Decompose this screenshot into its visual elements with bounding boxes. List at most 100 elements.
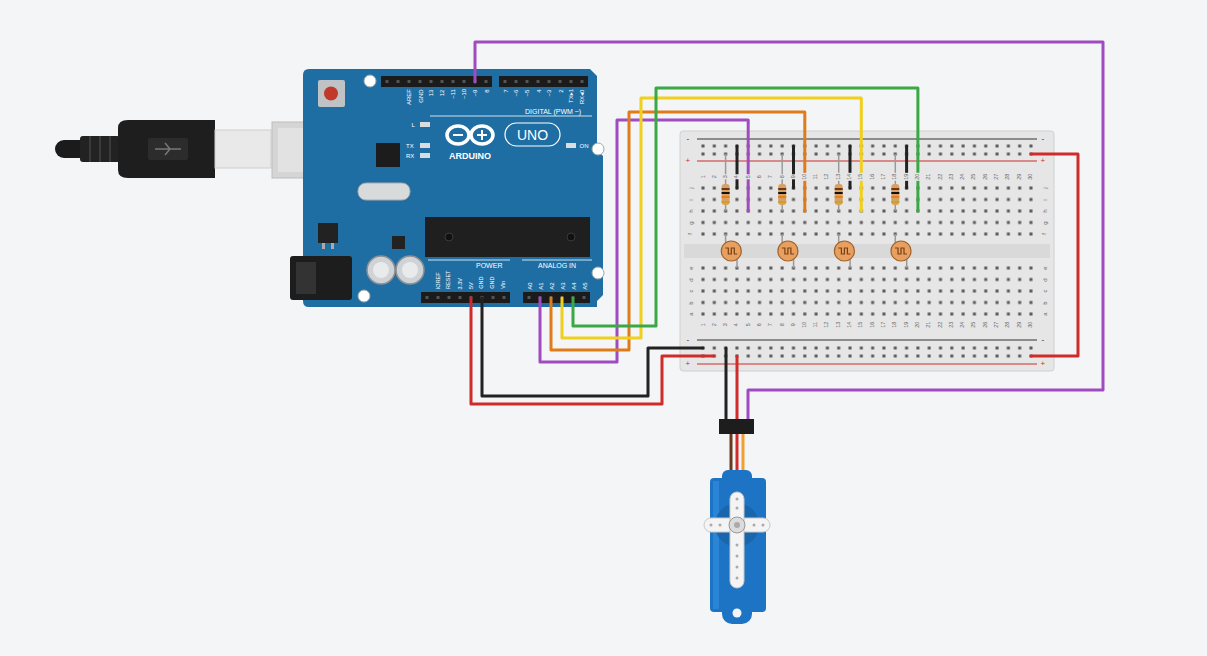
pin-label: A3 <box>559 282 565 289</box>
breadboard <box>680 131 1054 371</box>
arduino-board <box>548 80 551 83</box>
rail-sign: + <box>686 157 691 165</box>
arduino-board <box>430 80 433 83</box>
usb-cable <box>80 136 120 162</box>
arduino-board <box>425 217 590 257</box>
pin-label: A1 <box>537 282 543 289</box>
pin-label: ~9 <box>472 89 478 96</box>
column-number: 8 <box>779 322 785 327</box>
arduino-board <box>499 76 588 87</box>
row-letter: d <box>1041 277 1047 282</box>
arduino-board <box>453 134 463 136</box>
column-number: 10 <box>802 321 808 329</box>
jumper-wire <box>551 112 805 350</box>
arduino-board <box>318 80 345 107</box>
arduino-board <box>567 233 575 241</box>
column-number: 21 <box>927 321 933 329</box>
column-number: 22 <box>938 173 944 181</box>
arduino-board <box>421 292 510 303</box>
row-letter: e <box>687 265 693 270</box>
column-number: 5 <box>746 322 752 327</box>
photoresistor-symbol <box>834 241 854 261</box>
breadboard <box>697 340 1037 341</box>
row-letter: e <box>1041 265 1047 270</box>
pin-label: ~3 <box>546 89 552 96</box>
arduino-board <box>392 236 405 249</box>
photoresistor-symbol <box>725 234 727 243</box>
column-number: 24 <box>960 321 966 329</box>
resistor-symbol <box>778 154 786 211</box>
arduino-board <box>373 262 389 278</box>
resistor-symbol <box>835 192 843 194</box>
row-letter: h <box>1041 208 1047 213</box>
rail-sign: - <box>687 135 690 143</box>
photoresistor-symbol <box>793 259 795 268</box>
column-number: 7 <box>768 174 774 179</box>
resistor-symbol <box>778 184 786 205</box>
arduino-board <box>437 296 440 299</box>
pin-label: ~6 <box>513 89 519 96</box>
photoresistor-symbol <box>834 234 854 268</box>
arduino-board <box>526 80 529 83</box>
pin-label: 4 <box>535 89 541 92</box>
resistor-symbol <box>835 184 843 205</box>
usb-cable <box>64 140 82 158</box>
arduino-board <box>505 123 560 146</box>
resistor-symbol <box>722 192 730 194</box>
column-number: 21 <box>927 173 933 181</box>
column-number: 1 <box>700 174 706 179</box>
photoresistor-symbol <box>778 234 798 268</box>
column-number: 27 <box>994 173 1000 181</box>
servo-motor <box>753 524 756 527</box>
usb-cable <box>109 136 111 162</box>
rail-sign: + <box>1041 360 1046 368</box>
arduino-board <box>448 296 451 299</box>
servo-motor <box>710 478 766 612</box>
pin-label: AREF <box>406 89 412 105</box>
pin-label: 2 <box>557 89 563 92</box>
jumper-wire <box>736 146 739 188</box>
column-number: 9 <box>791 322 797 327</box>
arduino-board <box>408 80 411 83</box>
rail-sign: - <box>1042 336 1045 344</box>
jumper-wire <box>905 146 908 188</box>
arduino-board <box>445 233 453 241</box>
arduino-board <box>481 130 483 140</box>
arduino-board <box>296 262 316 294</box>
pin-label: ~5 <box>524 89 530 96</box>
column-number: 4 <box>734 322 740 327</box>
pin-label: TX▸1 <box>568 89 574 103</box>
pin-label: 3.3V <box>457 278 463 289</box>
row-letter: j <box>687 186 693 189</box>
row-letter: a <box>1041 311 1047 316</box>
arduino-board <box>504 80 507 83</box>
arduino-board <box>581 80 584 83</box>
column-number: 30 <box>1028 173 1034 181</box>
usb-cable <box>148 138 188 160</box>
pin-label: ~11 <box>450 89 456 99</box>
column-number: 6 <box>757 174 763 179</box>
pin-label: RESET <box>446 271 452 289</box>
arduino-board <box>376 143 400 167</box>
jumper-wire <box>736 356 739 420</box>
arduino-board <box>471 126 493 144</box>
resistor-symbol <box>891 196 899 198</box>
column-number: 24 <box>960 173 966 181</box>
arduino-board <box>358 290 370 302</box>
arduino-board <box>528 296 531 299</box>
arduino-board <box>459 296 462 299</box>
column-number: 7 <box>768 322 774 327</box>
arduino-board <box>318 223 338 243</box>
column-number: 12 <box>825 321 831 329</box>
resistor-symbol <box>722 196 730 198</box>
photoresistor-symbol <box>725 248 737 254</box>
arduino-board <box>396 256 424 284</box>
arduino-board <box>441 80 444 83</box>
pin-label: 12 <box>439 89 445 96</box>
jumper-wire <box>562 98 861 338</box>
column-number: 19 <box>904 173 910 181</box>
row-letter: f <box>687 232 693 236</box>
column-number: 8 <box>779 174 785 179</box>
